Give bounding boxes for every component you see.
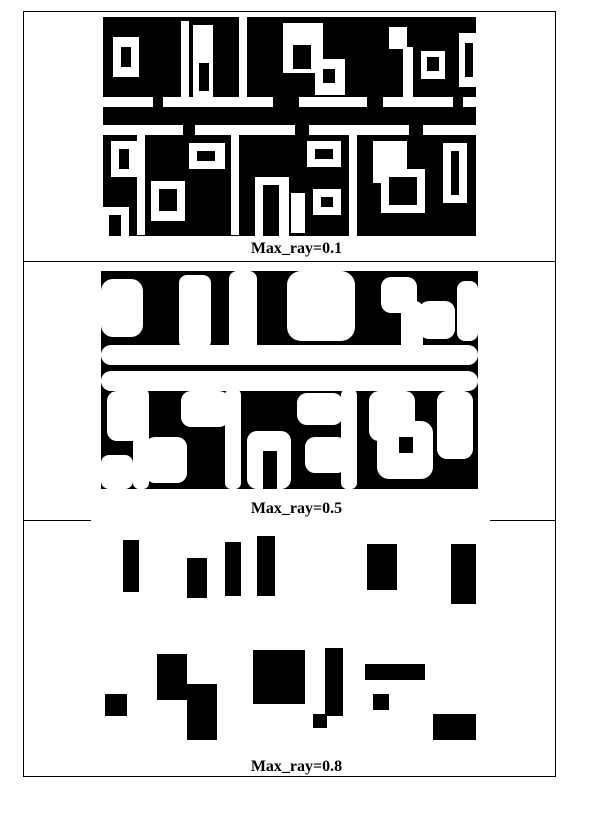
- result-image-1: [103, 17, 476, 236]
- row-divider-2b: [490, 520, 556, 521]
- panel-2-caption: Max_ray=0.5: [250, 500, 343, 517]
- row-divider-3: [23, 776, 556, 777]
- result-image-2: [101, 271, 478, 489]
- panel-3-caption: Max_ray=0.8: [250, 758, 343, 775]
- row-divider-1: [23, 261, 556, 262]
- pattern-image-3: [103, 534, 476, 740]
- pattern-image-1: [103, 17, 476, 236]
- panel-1-caption: Max_ray=0.1: [250, 240, 343, 257]
- result-image-3: [103, 534, 476, 740]
- row-divider-2: [23, 520, 91, 521]
- pattern-image-2: [101, 271, 478, 489]
